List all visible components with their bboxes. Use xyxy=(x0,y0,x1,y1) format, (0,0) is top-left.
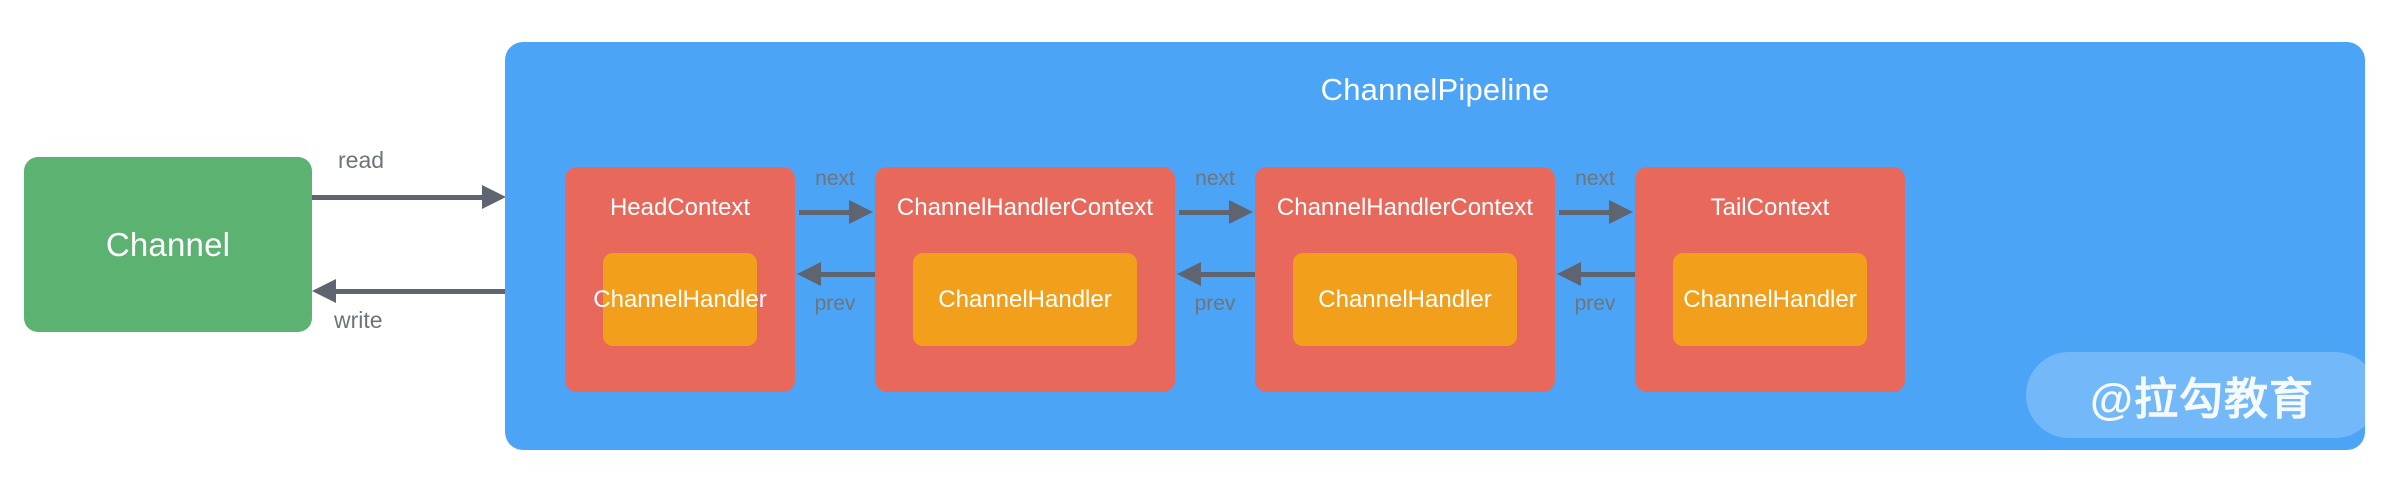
prev-label: prev xyxy=(1574,292,1616,315)
write-label: write xyxy=(334,307,383,333)
write-line xyxy=(336,289,508,294)
watermark-badge: @拉勾教育 xyxy=(2026,352,2378,438)
context-box-head[interactable]: HeadContext ChannelHandler xyxy=(565,167,795,392)
channel-label: Channel xyxy=(105,225,231,263)
link-ctx2-to-ctx3: next prev xyxy=(1175,42,1255,450)
read-arrowhead-icon xyxy=(482,185,506,209)
read-line xyxy=(312,195,484,200)
read-label: read xyxy=(338,147,385,173)
prev-arrowhead-icon xyxy=(1177,262,1201,286)
prev-arrowhead-icon xyxy=(1557,262,1581,286)
channel-handler-label: ChannelHandler xyxy=(593,285,767,313)
prev-line xyxy=(1579,272,1635,277)
channel-pipeline-container: ChannelPipeline HeadContext ChannelHandl… xyxy=(505,42,2365,450)
prev-line xyxy=(1199,272,1255,277)
channel-handler-box[interactable]: ChannelHandler xyxy=(913,253,1137,346)
context-title: ChannelHandlerContext xyxy=(896,194,1154,221)
channel-handler-label: ChannelHandler xyxy=(938,285,1112,313)
next-arrowhead-icon xyxy=(1229,200,1253,224)
channel-handler-label: ChannelHandler xyxy=(1318,285,1492,313)
next-line xyxy=(1559,210,1613,215)
context-title: TailContext xyxy=(1710,194,1830,221)
next-line xyxy=(1179,210,1233,215)
next-arrowhead-icon xyxy=(849,200,873,224)
prev-label: prev xyxy=(1194,292,1236,315)
context-title: HeadContext xyxy=(609,194,751,221)
context-title: ChannelHandlerContext xyxy=(1276,194,1534,221)
next-arrowhead-icon xyxy=(1609,200,1633,224)
write-arrowhead-icon xyxy=(312,279,336,303)
next-line xyxy=(799,210,853,215)
channel-box: Channel xyxy=(24,157,312,332)
channel-handler-box[interactable]: ChannelHandler xyxy=(1293,253,1517,346)
context-box-2[interactable]: ChannelHandlerContext ChannelHandler xyxy=(875,167,1175,392)
prev-arrowhead-icon xyxy=(797,262,821,286)
context-box-3[interactable]: ChannelHandlerContext ChannelHandler xyxy=(1255,167,1555,392)
channel-handler-label: ChannelHandler xyxy=(1683,285,1857,313)
prev-line xyxy=(819,272,875,277)
next-label: next xyxy=(815,167,855,190)
watermark-text: @拉勾教育 xyxy=(2090,375,2314,424)
next-label: next xyxy=(1575,167,1615,190)
channel-handler-box[interactable]: ChannelHandler xyxy=(1673,253,1867,346)
channel-pipeline-title: ChannelPipeline xyxy=(1320,72,1550,107)
next-label: next xyxy=(1195,167,1235,190)
link-ctx3-to-tail: next prev xyxy=(1555,42,1635,450)
channel-handler-box[interactable]: ChannelHandler xyxy=(593,253,767,346)
link-head-to-ctx2: next prev xyxy=(795,42,875,450)
prev-label: prev xyxy=(814,292,856,315)
context-box-tail[interactable]: TailContext ChannelHandler xyxy=(1635,167,1905,392)
